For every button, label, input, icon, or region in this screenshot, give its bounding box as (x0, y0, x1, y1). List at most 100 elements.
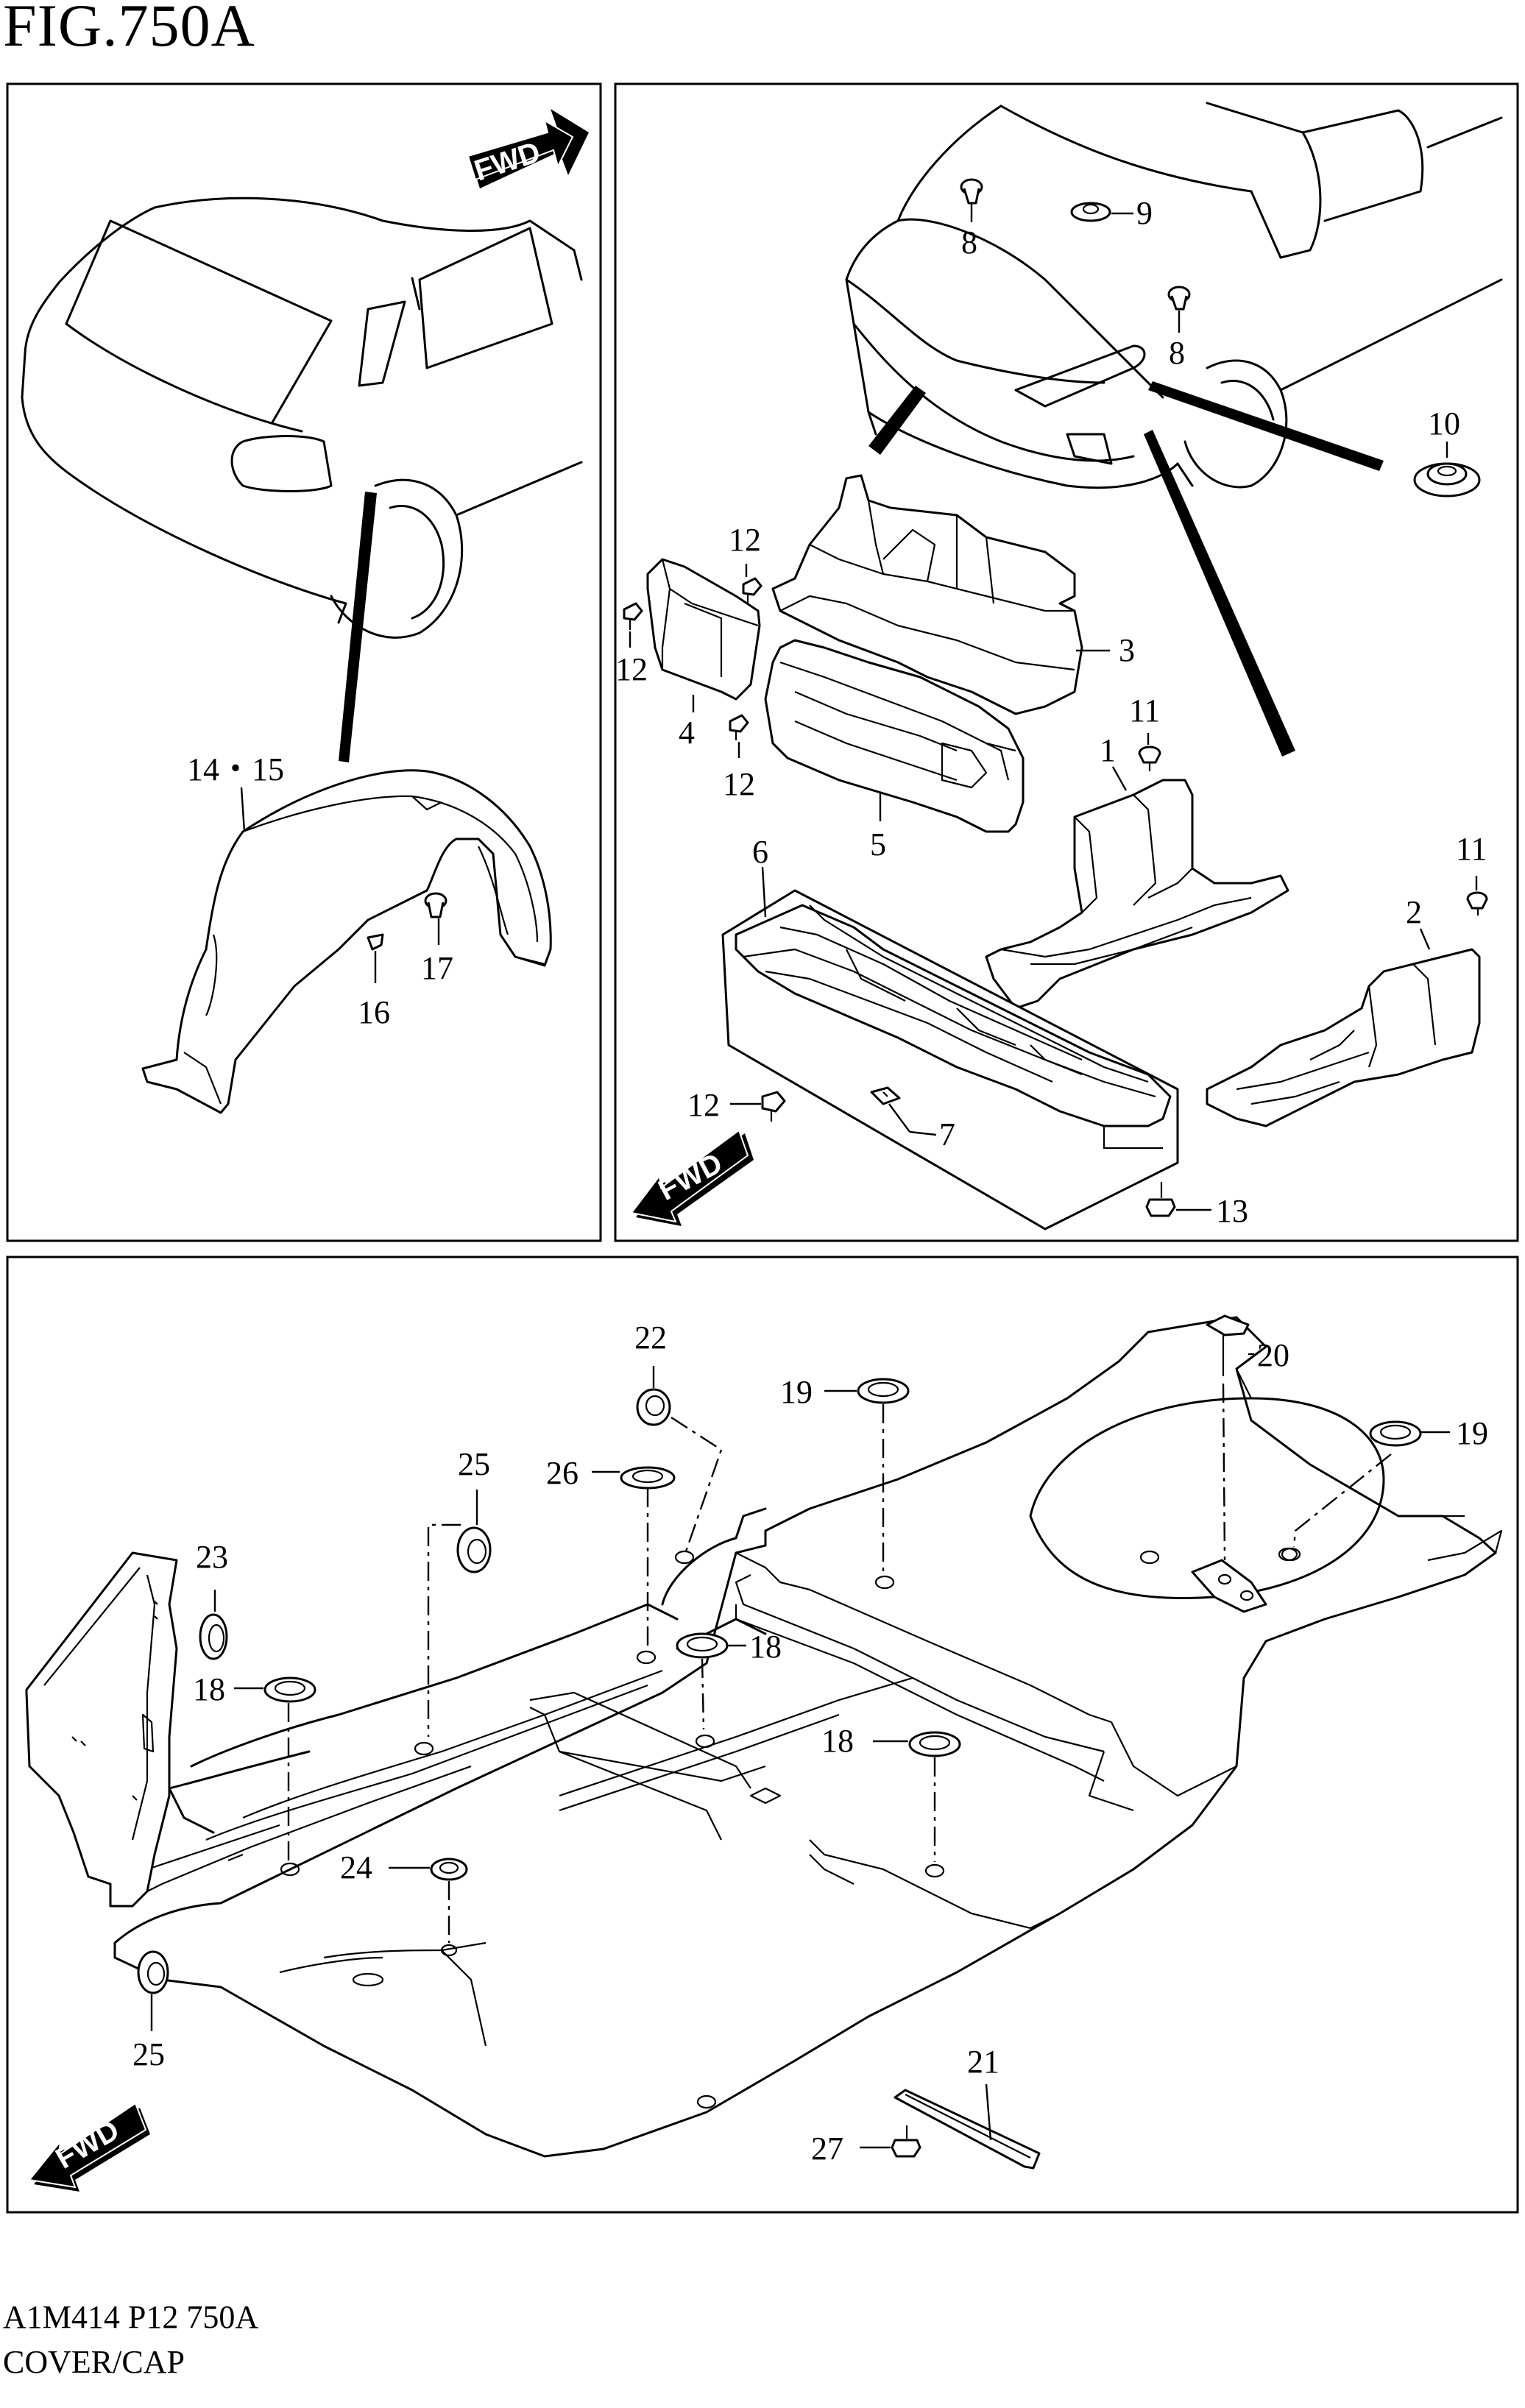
bolt-13 (1145, 1182, 1176, 1217)
bolt-12-b (623, 602, 643, 630)
callout-11-b: 11 (1456, 831, 1487, 867)
grommet-26 (620, 1466, 676, 1490)
grommet-19-b (1369, 1420, 1422, 1447)
leader-7-end (909, 1130, 937, 1136)
hole-18-b (695, 1734, 715, 1749)
fastener-20 (1206, 1314, 1250, 1376)
front-undercover-6 (721, 889, 1179, 1230)
hole-22 (674, 1550, 695, 1565)
undercover-1 (985, 779, 1289, 1010)
hole-24 (440, 1944, 458, 1957)
leader-1 (1111, 766, 1128, 791)
locator-wedge-left (339, 492, 377, 762)
callout-12-c: 12 (723, 766, 755, 802)
locator-wedge-bumper-center (868, 386, 926, 455)
hole-18-a (280, 1862, 300, 1877)
grommet-25-lower (137, 1950, 169, 1994)
leader-2 (1419, 928, 1431, 950)
grommet-19-a (857, 1378, 910, 1404)
callout-12-a: 12 (729, 522, 761, 558)
callout-10: 10 (1428, 406, 1460, 442)
grommet-25-upper (456, 1526, 492, 1573)
callout-8-top: 8 (961, 224, 977, 261)
callout-16: 16 (358, 994, 390, 1030)
axis-22 (670, 1416, 723, 1552)
side-panel-left (25, 1551, 178, 1908)
callout-4: 4 (679, 715, 695, 751)
fender-liner (141, 769, 552, 1114)
callout-12-d: 12 (687, 1087, 720, 1123)
grommet-17 (424, 892, 447, 918)
bolt-12-a (742, 577, 762, 603)
leader-21 (985, 2083, 992, 2141)
locator-wedge-wheel-arch (1148, 381, 1384, 471)
fwd-arrow-left-panel: FWD (467, 109, 589, 188)
callout-14-15: 14・15 (187, 751, 284, 787)
fwd-arrow-bottom-panel: FWD (28, 2102, 150, 2192)
axis-18-b (701, 1658, 705, 1730)
callout-7: 7 (939, 1116, 955, 1152)
callout-18-b: 18 (749, 1629, 782, 1665)
hole-19-b (1281, 1547, 1301, 1562)
clip-9 (1070, 202, 1111, 222)
bolt-27 (891, 2125, 921, 2158)
bolt-12-d (761, 1091, 786, 1122)
callout-6: 6 (752, 834, 768, 870)
callout-19-a: 19 (780, 1374, 813, 1410)
vehicle-outline-front-bumper (845, 102, 1503, 489)
axis-19-b (1292, 1453, 1392, 1548)
grommet-22 (636, 1388, 671, 1426)
fwd-label: FWD (470, 136, 544, 188)
bracket-4 (646, 558, 761, 701)
axis-20 (1222, 1383, 1226, 1561)
callout-18-a: 18 (193, 1671, 225, 1707)
grommet-23 (199, 1613, 228, 1660)
nut-7 (870, 1086, 901, 1105)
callout-9: 9 (1136, 195, 1153, 231)
plug-10 (1413, 462, 1481, 497)
bumper-absorber-3 (771, 474, 1083, 715)
callout-26: 26 (546, 1455, 578, 1491)
callout-8-mid: 8 (1169, 335, 1185, 371)
fwd-arrow-right-panel: FWD (630, 1129, 754, 1226)
figure-name: COVER/CAP (3, 2344, 185, 2380)
hole-25-upper (414, 1741, 434, 1756)
callout-12-b: 12 (615, 651, 648, 687)
locator-wedge-bumper-side (1144, 430, 1295, 757)
callout-24: 24 (340, 1849, 372, 1885)
panel-left-top (6, 82, 602, 1242)
callout-2: 2 (1406, 894, 1422, 930)
callout-1: 1 (1100, 732, 1116, 768)
callout-5: 5 (870, 826, 886, 863)
figure-title: FIG.750A (3, 0, 255, 59)
bolt-12-c (729, 714, 749, 740)
clip-11-a (1138, 746, 1161, 771)
undercover-2 (1206, 948, 1481, 1127)
vehicle-outline-front-corner (21, 196, 583, 639)
reinforcement-21 (894, 2089, 1041, 2170)
cap-8-top (960, 178, 983, 205)
hole-18-c (924, 1863, 945, 1878)
cap-8-mid (1167, 286, 1191, 311)
callout-25-upper: 25 (458, 1446, 490, 1482)
leader-14-15 (240, 787, 246, 832)
leader-7 (888, 1103, 910, 1133)
grommet-24 (430, 1858, 468, 1881)
callout-20: 20 (1257, 1337, 1289, 1373)
hole-26 (636, 1650, 657, 1665)
callout-11-a: 11 (1129, 693, 1160, 729)
callout-3: 3 (1119, 632, 1135, 668)
leader-6 (761, 866, 767, 918)
grommet-18-b (676, 1632, 729, 1659)
callout-19-b: 19 (1456, 1415, 1488, 1451)
figure-code: A1M414 P12 750A (3, 2299, 259, 2335)
floor-undercover-assembly (113, 1316, 1503, 2158)
callout-27: 27 (811, 2131, 843, 2167)
axis-25-upper (427, 1523, 461, 1737)
hole-19-a (874, 1575, 895, 1590)
callout-23: 23 (196, 1539, 228, 1575)
callout-17: 17 (421, 950, 453, 986)
callout-25-lower: 25 (132, 2036, 165, 2072)
clip-16 (367, 933, 384, 951)
